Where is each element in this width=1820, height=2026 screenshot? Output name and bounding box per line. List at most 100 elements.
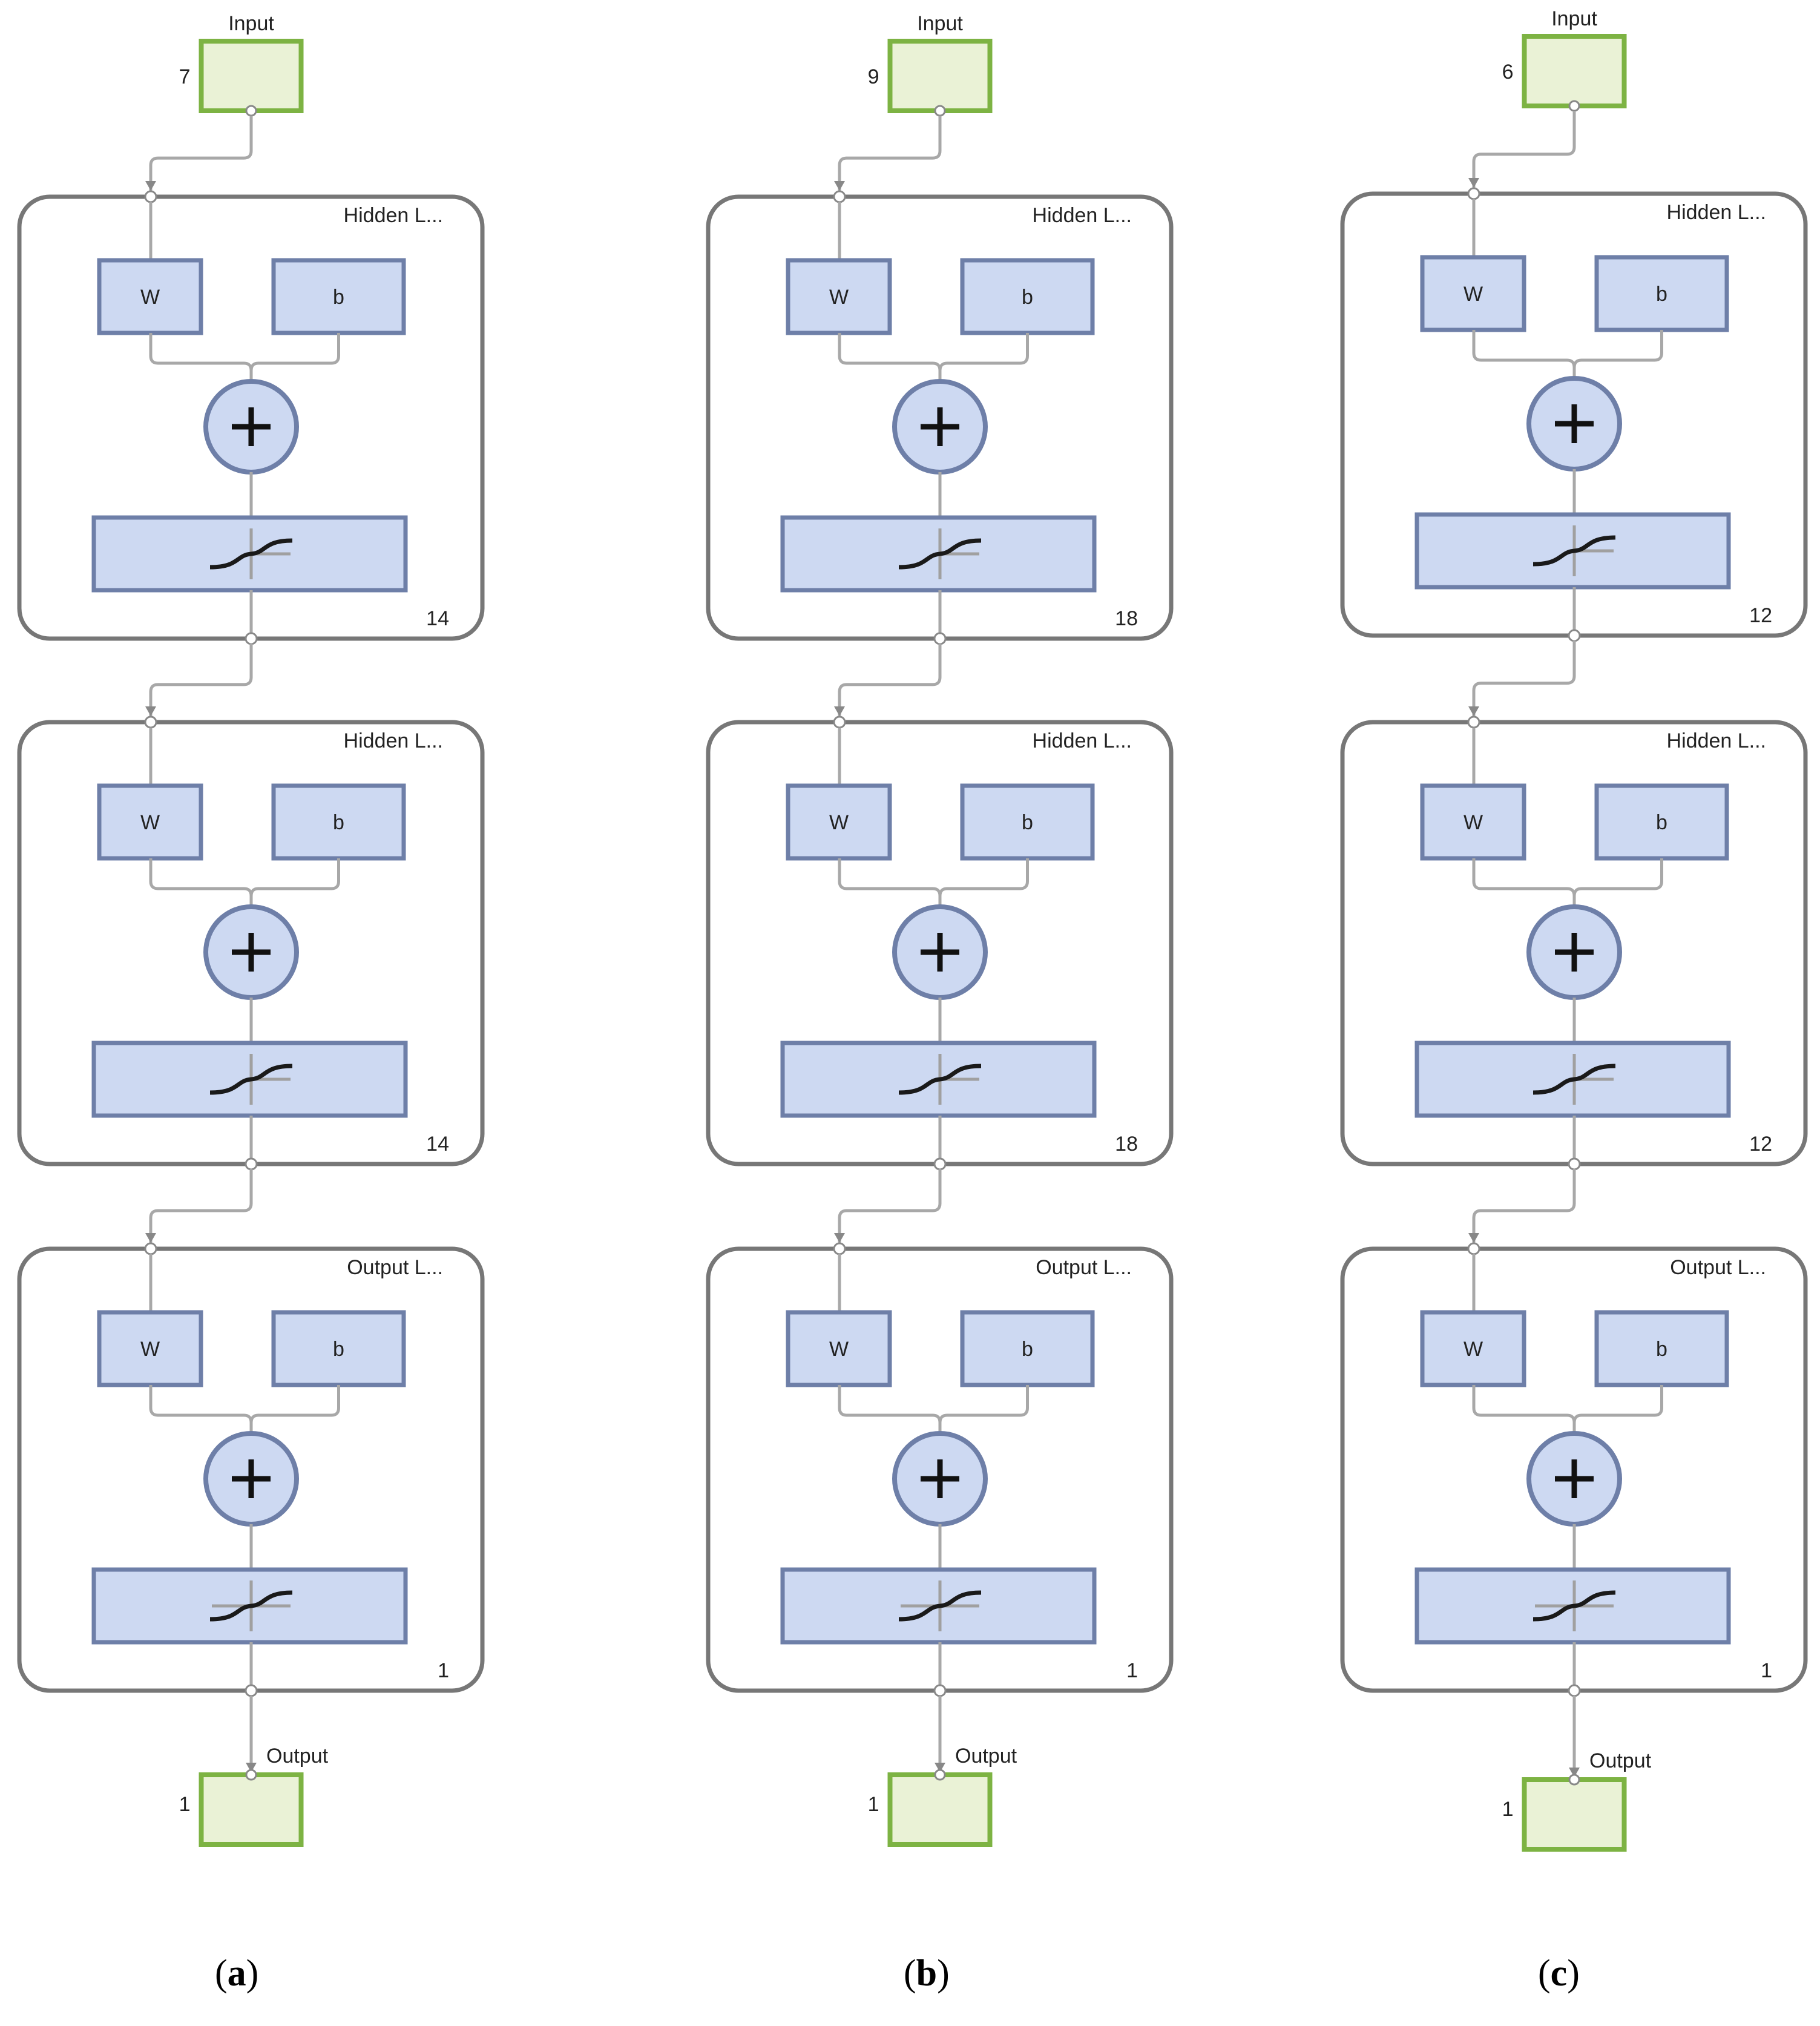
bias-block xyxy=(960,1310,1095,1387)
weight-label: W xyxy=(140,1338,160,1361)
arrow-head-icon xyxy=(834,706,845,716)
output-node xyxy=(199,1772,304,1847)
layer-title: Hidden L... xyxy=(1033,204,1132,227)
layer-size: 14 xyxy=(426,1133,449,1156)
layer-title: Hidden L... xyxy=(344,204,443,227)
bias-label: b xyxy=(333,1338,344,1361)
caption-close-paren: ) xyxy=(246,1953,259,1994)
layer-input-port xyxy=(1467,715,1480,729)
layer-input-port xyxy=(833,190,846,203)
weight-label: W xyxy=(1464,811,1483,834)
bias-label: b xyxy=(1656,1338,1667,1361)
arrow-head-icon xyxy=(1468,178,1479,188)
input-size: 6 xyxy=(1502,61,1514,84)
bias-label: b xyxy=(1022,811,1033,834)
layer-input-port xyxy=(833,1242,846,1255)
output-size: 1 xyxy=(868,1793,879,1816)
bias-label: b xyxy=(1022,1338,1033,1361)
caption-open-paren: ( xyxy=(1538,1953,1551,1994)
arrow-head-icon xyxy=(246,1763,257,1772)
caption-open-paren: ( xyxy=(904,1953,916,1994)
input-label: Input xyxy=(1551,7,1597,30)
layer-size: 1 xyxy=(1761,1659,1772,1682)
output-port xyxy=(934,1769,946,1781)
input-port xyxy=(1568,100,1580,112)
bias-wire xyxy=(1572,1385,1663,1423)
connection-wire xyxy=(838,1169,942,1244)
weight-label: W xyxy=(829,1338,849,1361)
bias-wire xyxy=(1572,858,1663,896)
connection-wire xyxy=(838,643,942,717)
weight-label: W xyxy=(140,811,160,834)
bias-block xyxy=(271,783,406,861)
weight-label: W xyxy=(140,286,160,309)
sigmoid-icon xyxy=(1533,1590,1616,1622)
sigmoid-icon xyxy=(209,538,293,570)
weight-label: W xyxy=(1464,283,1483,306)
input-node xyxy=(199,39,304,113)
layer-title: Hidden L... xyxy=(1667,201,1766,224)
layer-output-port xyxy=(933,1157,947,1171)
layer-input-port xyxy=(144,715,157,729)
layer-title: Hidden L... xyxy=(344,729,443,752)
output-label: Output xyxy=(1589,1749,1652,1772)
caption-letter: c xyxy=(1550,1953,1568,1994)
arrow-head-icon xyxy=(1468,706,1479,716)
arrow-head-icon xyxy=(145,181,156,191)
layer-output-port xyxy=(245,1157,258,1171)
weight-block xyxy=(1420,1310,1526,1387)
bias-block xyxy=(1594,783,1729,861)
connection-wire xyxy=(149,1169,253,1244)
plus-icon xyxy=(232,1459,271,1498)
bias-block xyxy=(960,258,1095,335)
layer-size: 18 xyxy=(1115,607,1138,630)
sigmoid-icon xyxy=(898,1064,982,1095)
layer-size: 18 xyxy=(1115,1133,1138,1156)
input-port xyxy=(245,105,257,117)
sigmoid-icon xyxy=(1533,1064,1616,1095)
output-node xyxy=(887,1772,993,1847)
layer-size: 12 xyxy=(1749,1133,1772,1156)
bias-wire xyxy=(1572,330,1663,368)
bias-wire xyxy=(249,333,340,371)
bias-wire xyxy=(249,1385,340,1423)
connection-wire xyxy=(1472,1169,1576,1244)
layer-title: Hidden L... xyxy=(1033,729,1132,752)
layer-title: Output L... xyxy=(1036,1256,1132,1279)
bias-block xyxy=(1594,1310,1729,1387)
output-size: 1 xyxy=(1502,1798,1514,1821)
layer-size: 14 xyxy=(426,607,449,630)
layer-size: 1 xyxy=(1126,1659,1138,1682)
arrow-head-icon xyxy=(1468,1233,1479,1243)
layer-title: Output L... xyxy=(347,1256,443,1279)
arrow-head-icon xyxy=(935,1763,945,1772)
caption-close-paren: ) xyxy=(937,1953,950,1994)
layer-output-port xyxy=(933,632,947,645)
connection-wire xyxy=(149,643,253,717)
layer-input-port xyxy=(833,715,846,729)
bias-wire xyxy=(938,858,1029,896)
connection-wire xyxy=(149,116,253,192)
input-port xyxy=(934,105,946,117)
input-label: Input xyxy=(917,12,963,35)
layer-output-port xyxy=(245,632,258,645)
bias-label: b xyxy=(333,286,344,309)
connection-wire xyxy=(1472,111,1576,189)
layer-input-port xyxy=(1467,1242,1480,1255)
arrow-head-icon xyxy=(834,181,845,191)
bias-wire xyxy=(938,1385,1029,1423)
sigmoid-icon xyxy=(898,1590,982,1622)
input-size: 9 xyxy=(868,65,879,88)
layer-input-port xyxy=(144,190,157,203)
